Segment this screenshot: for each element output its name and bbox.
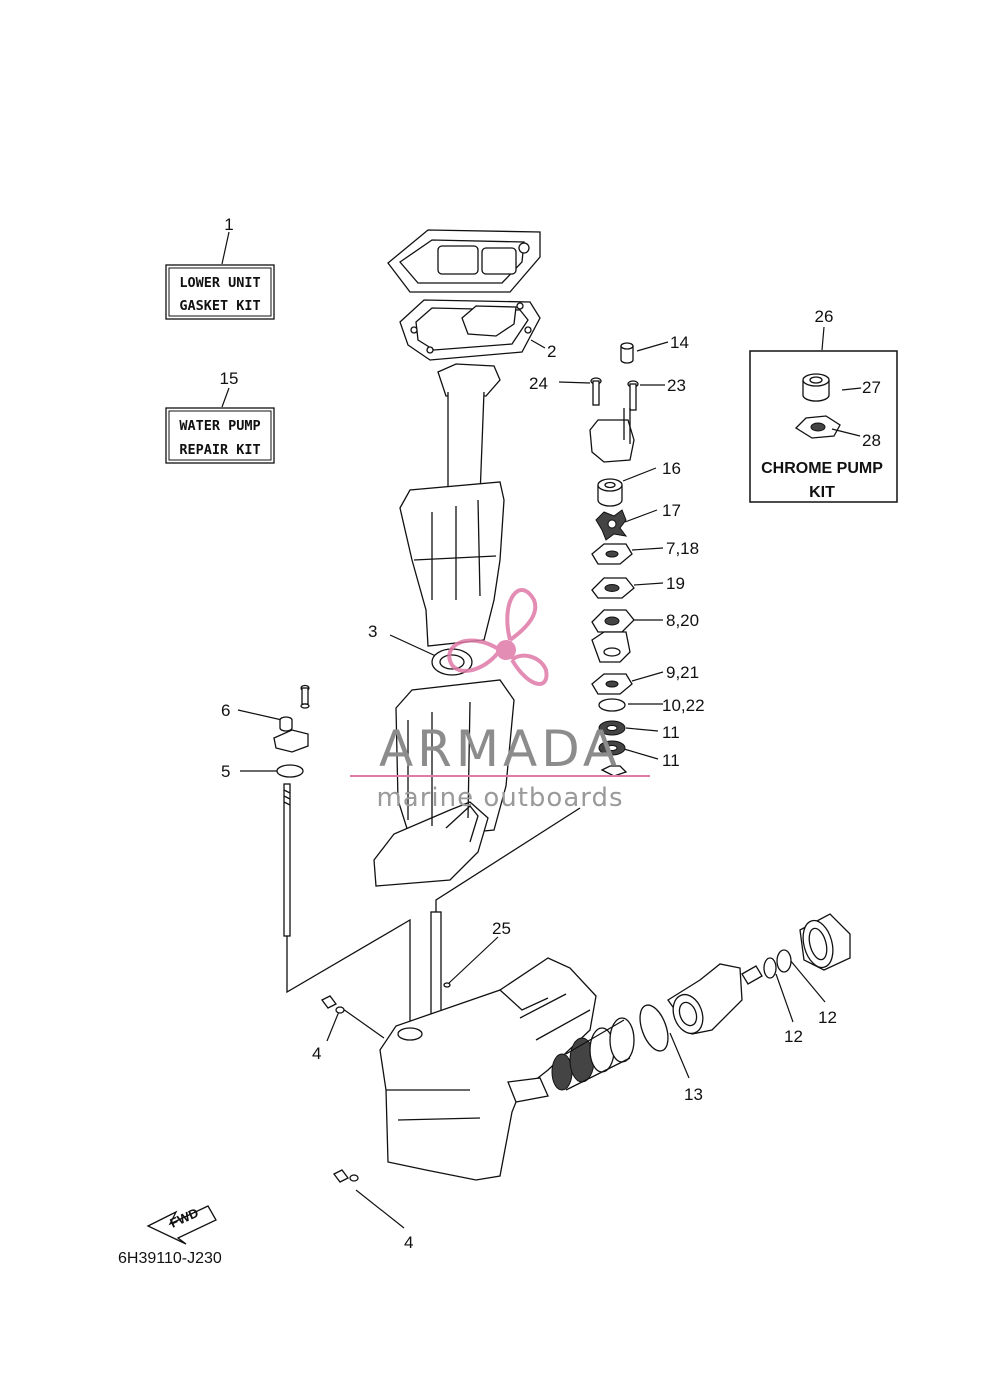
- part-9-21-gasket: [591, 673, 633, 695]
- callout-10-22: 10,22: [662, 696, 705, 715]
- upper-casing: [373, 363, 515, 887]
- part-8-20-plate: [591, 609, 635, 633]
- water-pump-repair-kit-box: WATER PUMP REPAIR KIT: [165, 407, 275, 464]
- callout-4a: 4: [312, 1044, 321, 1063]
- gasket-kit-line2: GASKET KIT: [179, 298, 260, 314]
- lower-unit-gasket-kit-box: LOWER UNIT GASKET KIT: [165, 264, 275, 320]
- lower-case: [379, 957, 597, 1181]
- part-16-sleeve: [597, 478, 623, 507]
- callout-11a: 11: [662, 723, 680, 742]
- shift-rod-lever: [273, 684, 310, 753]
- part-19-gasket: [591, 577, 635, 599]
- water-pump-kit-line1: WATER PUMP: [179, 418, 260, 434]
- chrome-pump-kit-box: CHROME PUMP KIT: [749, 350, 898, 503]
- shaft-sleeve: [741, 965, 763, 985]
- part-23-bolt: [627, 380, 639, 411]
- callout-26: 26: [815, 307, 834, 326]
- part-2-gasket: [399, 299, 541, 361]
- callout-2: 2: [547, 342, 556, 361]
- part-11-oil-seal-a: [598, 720, 626, 736]
- propeller-shaft-housing: [667, 963, 743, 1035]
- part-12-seal-b: [776, 949, 792, 973]
- armada-watermark: ARMADA marine outboards: [350, 588, 650, 813]
- callout-24: 24: [529, 374, 548, 393]
- part-12-seal-a: [763, 957, 777, 979]
- callout-16: 16: [662, 459, 681, 478]
- callout-3: 3: [368, 622, 377, 641]
- exhaust-guide-plate: [387, 229, 541, 293]
- part-14-bolt-collar: [620, 342, 634, 364]
- callout-28: 28: [862, 431, 881, 450]
- callout-7-18: 7,18: [666, 539, 699, 558]
- callout-11b: 11: [662, 751, 680, 770]
- part-13-oring: [639, 1004, 669, 1052]
- shift-rod: [283, 783, 411, 1040]
- fwd-arrow: FWD: [146, 1205, 217, 1245]
- water-pump-tube-guide: [589, 408, 635, 463]
- callout-15: 15: [220, 369, 239, 388]
- part-10-22-oring: [598, 698, 626, 712]
- part-24-bolt: [590, 377, 602, 406]
- callout-12a: 12: [784, 1027, 803, 1046]
- part-28-cartridge: [794, 415, 841, 439]
- gasket-kit-line1: LOWER UNIT: [179, 275, 260, 291]
- prop-shaft-gears: [551, 1017, 635, 1091]
- part-17-impeller: [595, 509, 628, 541]
- bearing-housing: [799, 913, 851, 971]
- callout-numbers: 1 15 26 2 14 24 23 27 28 16 17 7,18 19 8…: [220, 215, 881, 1252]
- drawing-code: 6H39110-J230: [118, 1250, 222, 1267]
- callout-5: 5: [221, 762, 230, 781]
- callout-leaders: [221, 231, 862, 1229]
- water-pump-kit-line2: REPAIR KIT: [179, 442, 260, 458]
- watermark-brand: ARMADA: [379, 720, 621, 778]
- callout-27: 27: [862, 378, 881, 397]
- part-27-sleeve: [802, 373, 830, 402]
- callout-4b: 4: [404, 1233, 413, 1252]
- callout-13: 13: [684, 1085, 703, 1104]
- part-7-18-plate: [591, 543, 633, 565]
- chrome-pump-kit-line1: CHROME PUMP: [761, 460, 883, 477]
- part-4-screw-top: [321, 995, 345, 1014]
- callout-12b: 12: [818, 1008, 837, 1027]
- callout-1: 1: [224, 215, 233, 234]
- callout-17: 17: [662, 501, 681, 520]
- watermark-tagline: marine outboards: [376, 783, 623, 813]
- propeller-logo-icon: [447, 588, 549, 686]
- callout-14: 14: [670, 333, 689, 352]
- part-11-oil-seal-b: [598, 740, 626, 756]
- callout-6: 6: [221, 701, 230, 720]
- pump-base: [591, 631, 631, 663]
- part-4-screw-bottom: [333, 1169, 359, 1183]
- part-5-oring: [276, 764, 304, 778]
- callout-9-21: 9,21: [666, 663, 699, 682]
- callout-23: 23: [667, 376, 686, 395]
- part-25-pin: [443, 982, 451, 988]
- part-6-grommet: [279, 716, 293, 732]
- callout-25: 25: [492, 919, 511, 938]
- callout-8-20: 8,20: [666, 611, 699, 630]
- callout-19: 19: [666, 574, 685, 593]
- chrome-pump-kit-line2: KIT: [809, 484, 835, 501]
